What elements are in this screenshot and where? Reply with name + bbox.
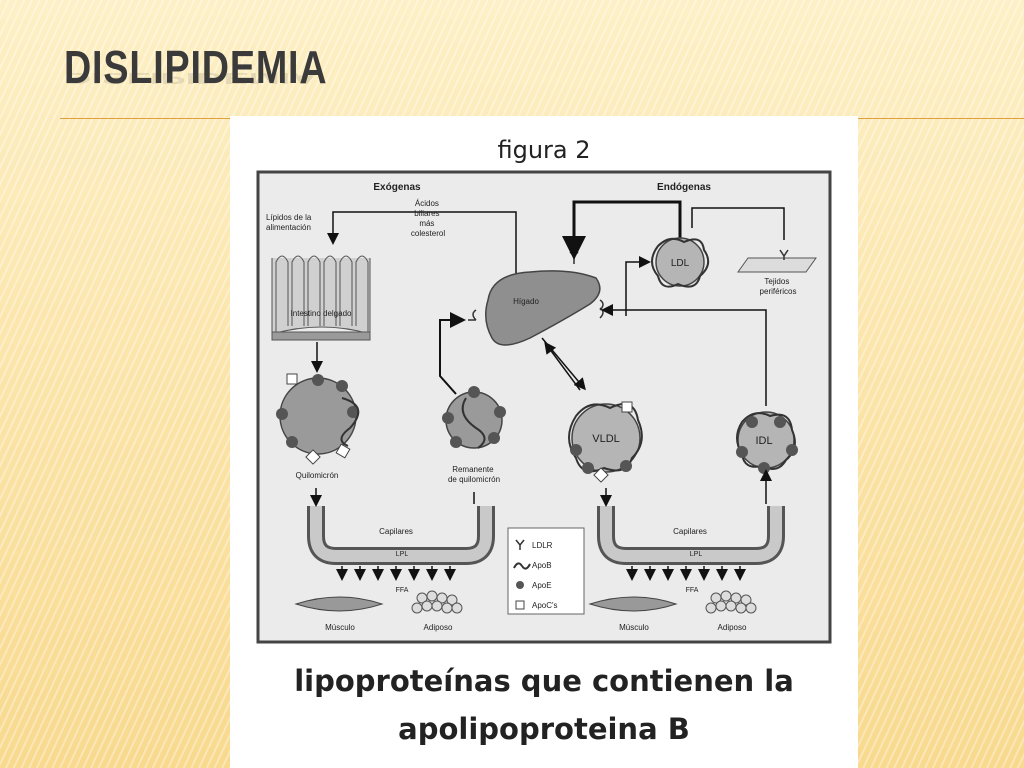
ldl-to-tissues-arrow bbox=[691, 207, 785, 240]
right-ffa-arrows bbox=[626, 566, 746, 581]
vldl-particle bbox=[568, 401, 643, 483]
chylomicron-particle bbox=[276, 373, 360, 465]
ldlr-legend-icon bbox=[515, 539, 525, 550]
left-muscle-icon bbox=[294, 596, 384, 612]
diet-lipids-label: Lípidos de la alimentación bbox=[266, 213, 314, 232]
figure-panel: figura 2 Exógenas Endógenas Lípidos de l… bbox=[230, 116, 858, 768]
right-ffa-label: FFA bbox=[686, 587, 699, 594]
vldl-to-liver-arrow bbox=[544, 341, 581, 391]
left-capillaries-label: Capilares bbox=[379, 527, 413, 536]
legend-apob: ApoB bbox=[532, 561, 552, 570]
slide-title: DISLIPIDEMIA bbox=[64, 41, 328, 93]
figure-caption-line2: apolipoproteina B bbox=[398, 712, 690, 746]
exogenous-label: Exógenas bbox=[373, 182, 421, 193]
left-adipose-label: Adiposo bbox=[424, 623, 453, 632]
ldl-label: LDL bbox=[671, 258, 690, 269]
idl-to-ldl-arrow bbox=[625, 256, 651, 316]
apoc-legend-icon bbox=[515, 600, 525, 610]
endogenous-label: Endógenas bbox=[657, 182, 711, 193]
right-muscle-icon bbox=[588, 596, 678, 612]
lipoprotein-diagram: Exógenas Endógenas Lípidos de la aliment… bbox=[256, 170, 832, 644]
legend-apoe: ApoE bbox=[532, 581, 552, 590]
left-ffa-label: FFA bbox=[396, 587, 409, 594]
idl-label: IDL bbox=[755, 435, 772, 447]
peripheral-tissues-icon bbox=[737, 249, 817, 273]
bile-to-intestine-arrow bbox=[327, 211, 517, 284]
left-lpl-label: LPL bbox=[396, 551, 409, 558]
remnant-to-liver-arrow bbox=[439, 312, 466, 395]
chylomicron-label: Quilomicrón bbox=[296, 471, 339, 480]
apoe-legend-icon bbox=[516, 581, 524, 589]
right-muscle-label: Músculo bbox=[619, 623, 649, 632]
ldl-to-liver-arrow bbox=[562, 200, 682, 260]
chylomicron-remnant-label: Remanente de quilomicrón bbox=[448, 465, 500, 484]
figure-caption-line1: lipoproteínas que contienen la bbox=[294, 664, 794, 698]
legend: LDLR ApoB ApoE ApoC's bbox=[507, 527, 585, 615]
small-intestine-icon bbox=[271, 255, 371, 341]
left-ffa-arrows bbox=[336, 566, 456, 581]
figure-title: figura 2 bbox=[497, 136, 591, 164]
legend-ldlr: LDLR bbox=[532, 541, 553, 550]
chylomicron-remnant-particle bbox=[442, 386, 506, 449]
left-muscle-label: Músculo bbox=[325, 623, 355, 632]
right-capillaries-label: Capilares bbox=[673, 527, 707, 536]
left-adipose-icon bbox=[411, 590, 463, 614]
small-intestine-label: Intestino delgado bbox=[291, 309, 352, 318]
bile-acids-label: Ácidos biliares más colesterol bbox=[411, 199, 445, 238]
slide-title-reflection: DISLIPIDEMIA bbox=[64, 69, 318, 88]
idl-to-liver-arrow bbox=[601, 304, 767, 406]
liver-label: Hígado bbox=[513, 297, 539, 306]
right-lpl-label: LPL bbox=[690, 551, 703, 558]
ldl-particle bbox=[651, 237, 710, 288]
vldl-label: VLDL bbox=[592, 433, 620, 445]
peripheral-tissues-label: Tejidos periféricos bbox=[760, 277, 797, 296]
right-adipose-icon bbox=[705, 590, 757, 614]
left-capillary-tube bbox=[307, 488, 495, 565]
idl-particle bbox=[736, 411, 798, 474]
legend-apoc: ApoC's bbox=[532, 601, 558, 610]
right-capillary-tube bbox=[597, 469, 785, 565]
right-adipose-label: Adiposo bbox=[718, 623, 747, 632]
apob-legend-icon bbox=[513, 562, 531, 570]
